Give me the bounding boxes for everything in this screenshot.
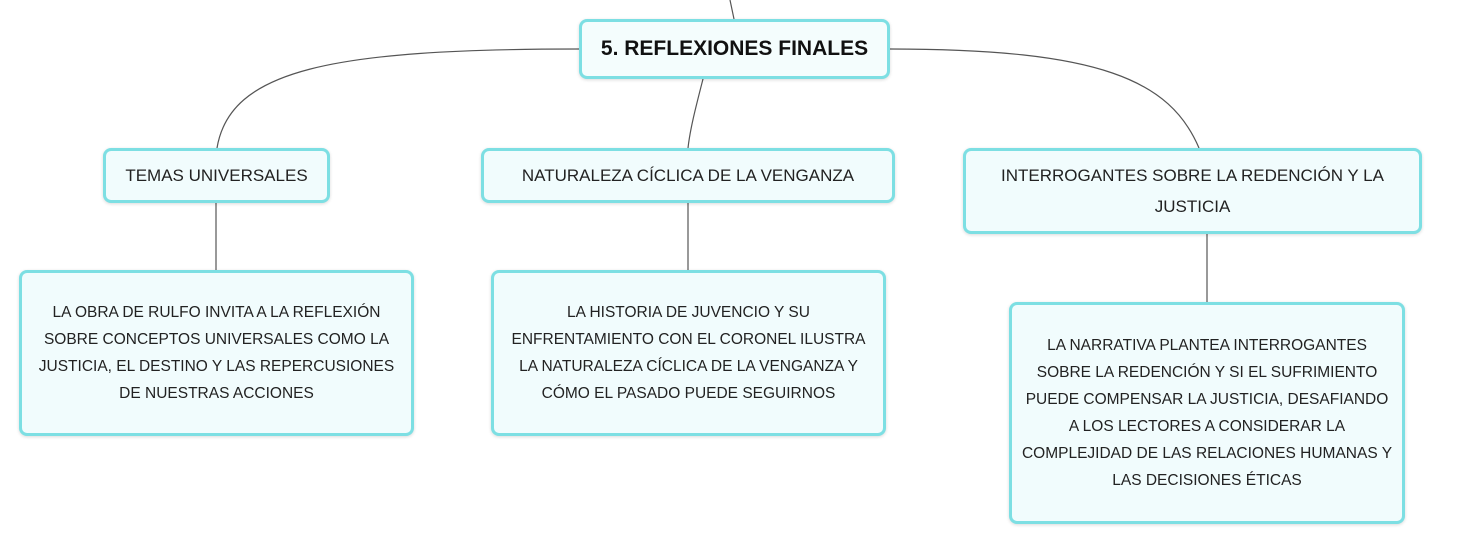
- connector-root-to-naturaleza: [687, 78, 704, 149]
- detail-text: LA NARRATIVA PLANTEA INTERROGANTES SOBRE…: [1021, 337, 1393, 489]
- topic-node-temas-universales[interactable]: TEMAS UNIVERSALES: [103, 148, 330, 203]
- root-topic-node[interactable]: 5. REFLEXIONES FINALES: [579, 19, 890, 79]
- connector-root-to-temas: [216, 48, 580, 149]
- topic-label: NATURALEZA CÍCLICA DE LA VENGANZA: [521, 166, 855, 185]
- topic-label: INTERROGANTES SOBRE LA REDENCIÓN Y LA JU…: [1001, 166, 1384, 216]
- detail-node-naturaleza-ciclica[interactable]: LA HISTORIA DE JUVENCIO Y SU ENFRENTAMIE…: [491, 270, 886, 436]
- detail-text: LA OBRA DE RULFO INVITA A LA REFLEXIÓN S…: [38, 304, 395, 402]
- topic-label: TEMAS UNIVERSALES: [125, 166, 308, 185]
- topic-node-interrogantes[interactable]: INTERROGANTES SOBRE LA REDENCIÓN Y LA JU…: [963, 148, 1422, 234]
- connector-root-to-interrogantes: [889, 48, 1200, 149]
- detail-node-interrogantes[interactable]: LA NARRATIVA PLANTEA INTERROGANTES SOBRE…: [1009, 302, 1405, 524]
- detail-text: LA HISTORIA DE JUVENCIO Y SU ENFRENTAMIE…: [511, 304, 866, 402]
- root-topic-label: 5. REFLEXIONES FINALES: [600, 37, 869, 60]
- topic-node-naturaleza-ciclica[interactable]: NATURALEZA CÍCLICA DE LA VENGANZA: [481, 148, 895, 203]
- connector-parent-to-root: [729, 0, 735, 20]
- detail-node-temas-universales[interactable]: LA OBRA DE RULFO INVITA A LA REFLEXIÓN S…: [19, 270, 414, 436]
